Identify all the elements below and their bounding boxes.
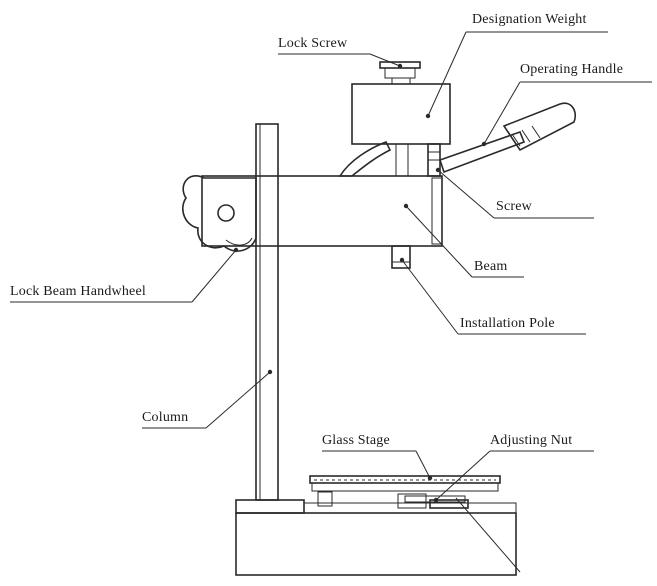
label-beam: Beam — [474, 259, 508, 274]
leader-base — [455, 497, 521, 573]
label-installation-pole: Installation Pole — [460, 316, 555, 331]
installation-pole — [391, 245, 411, 269]
lock-beam-handwheel — [182, 175, 257, 252]
label-adjusting-nut: Adjusting Nut — [490, 433, 573, 448]
designation-weight — [351, 83, 451, 177]
label-lock-screw: Lock Screw — [278, 36, 348, 51]
base — [235, 491, 517, 576]
glass-stage — [309, 475, 501, 492]
leader-lines — [10, 31, 652, 573]
label-screw: Screw — [496, 199, 532, 214]
column — [255, 123, 279, 501]
label-glass-stage: Glass Stage — [322, 433, 390, 448]
label-operating-handle: Operating Handle — [520, 62, 624, 77]
label-designation-weight: Designation Weight — [472, 12, 587, 27]
label-column: Column — [142, 410, 189, 425]
beam — [201, 175, 443, 247]
adjusting-nut — [404, 495, 469, 509]
operating-handle — [338, 102, 576, 177]
label-lock-beam-handwheel: Lock Beam Handwheel — [10, 284, 146, 299]
